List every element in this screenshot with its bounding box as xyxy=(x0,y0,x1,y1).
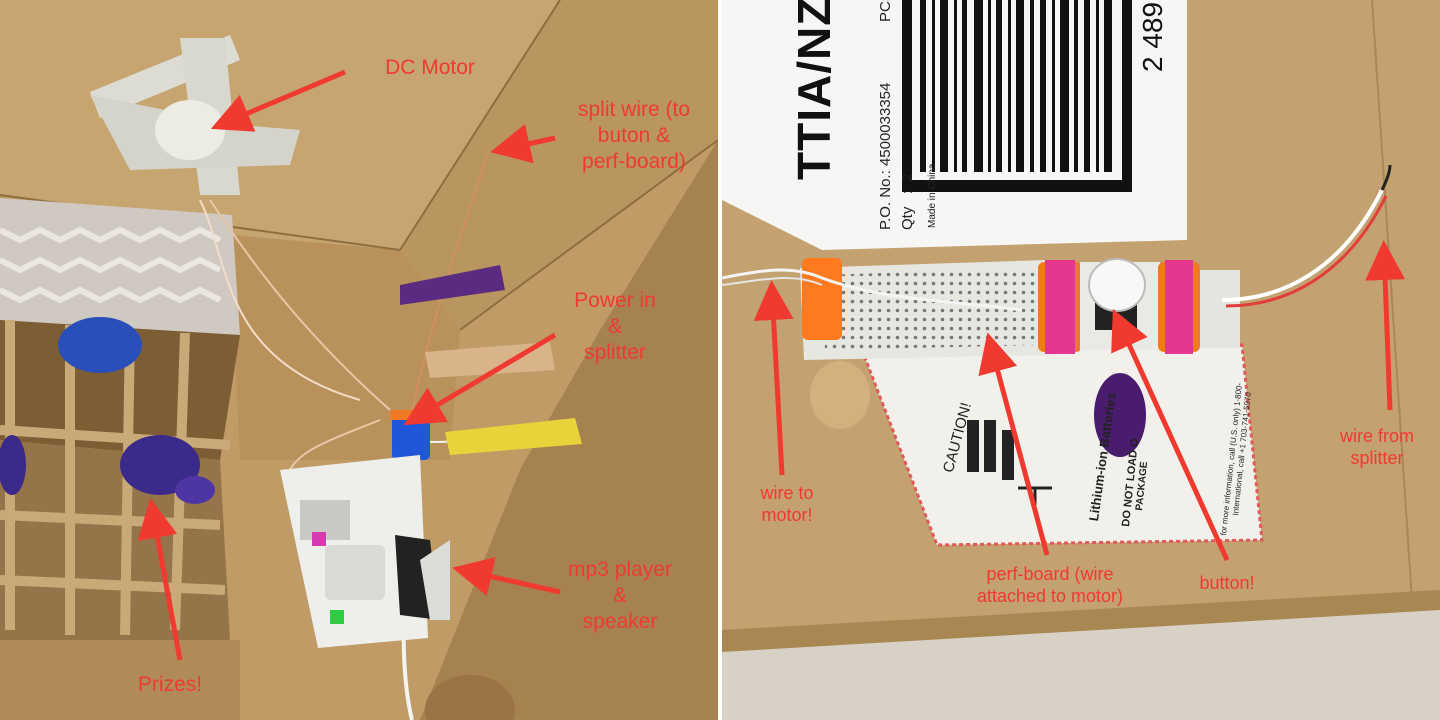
chevron-stripe xyxy=(0,256,222,274)
wire-adapter-module xyxy=(1200,270,1240,348)
left-photo-panel: DC Motor split wire (to buton & perf-boa… xyxy=(0,0,718,720)
chevron-stripe xyxy=(0,286,222,304)
left-photo-scene xyxy=(0,0,718,720)
label-wire-from-splitter: wire from splitter xyxy=(1339,426,1414,468)
module-magnet-pink xyxy=(1165,260,1193,354)
plastic-sheet xyxy=(420,540,450,620)
perf-board-holes xyxy=(822,268,1040,350)
purple-clothespin xyxy=(400,265,505,305)
right-photo-panel: TTIA/NZ P.O. No.: 4500033354 PCS Qty : 2… xyxy=(722,0,1440,720)
label-prizes: Prizes! xyxy=(137,673,203,696)
chevron-paper-flap xyxy=(0,198,240,335)
chevron-stripe xyxy=(0,226,222,244)
box-po-text: P.O. No.: 4500033354 xyxy=(877,82,894,230)
candy-prize xyxy=(58,317,142,373)
fold-line xyxy=(459,139,718,331)
label-wire-to-motor: wire to motor! xyxy=(760,483,814,525)
module-magnet xyxy=(330,610,344,624)
yellow-crayon xyxy=(445,418,582,455)
box-bottom-edge xyxy=(722,590,1440,652)
cardboard-flap-right xyxy=(400,0,718,330)
module-connector-left xyxy=(802,258,842,340)
module-magnet-pink xyxy=(1045,260,1075,354)
fold-line xyxy=(399,0,561,251)
module-magnet xyxy=(312,532,326,546)
shelf-bottom xyxy=(0,640,240,720)
power-splitter-connector xyxy=(390,410,432,420)
wires xyxy=(722,164,1392,312)
wooden-knob xyxy=(810,361,870,429)
right-photo-scene xyxy=(722,0,1440,720)
label-button: button! xyxy=(1199,573,1255,593)
dc-motor xyxy=(155,100,225,160)
power-splitter xyxy=(392,415,430,460)
label-split-wire: split wire (to buton & perf-board) xyxy=(577,98,691,173)
box-number-text: 2 489 xyxy=(1137,1,1168,72)
label-dc-motor: DC Motor xyxy=(385,56,475,79)
wooden-knob xyxy=(425,675,515,720)
barcode-bars xyxy=(920,0,1112,172)
box-qty-text: Qty : 2 xyxy=(899,173,916,230)
panel-divider xyxy=(718,0,722,720)
push-button xyxy=(1088,258,1146,312)
candy-prize xyxy=(175,476,215,504)
box-pcs-text: PCS xyxy=(877,0,894,22)
label-mp3-player: mp3 player & speaker xyxy=(568,558,672,633)
candy-prize xyxy=(0,435,26,495)
box-made-in-text: Made in China xyxy=(927,163,938,228)
box-brand-text: TTIA/NZ xyxy=(788,0,840,180)
label-power-in: Power in & splitter xyxy=(574,289,656,364)
candy-prize xyxy=(120,435,200,495)
label-perf-board: perf-board (wire attached to motor) xyxy=(976,564,1124,606)
speaker xyxy=(325,545,385,600)
